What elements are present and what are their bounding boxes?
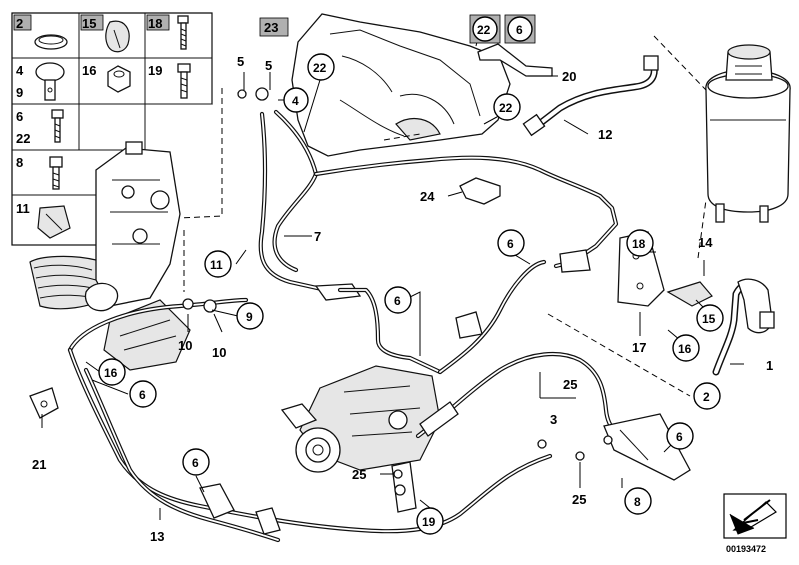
- legend-label: 2: [16, 16, 23, 31]
- legend-label: 22: [16, 131, 30, 146]
- stud-bolt-icon: [177, 63, 191, 99]
- pipe-3: [415, 351, 639, 445]
- pipe-top: [313, 155, 619, 273]
- legend-label: 4: [16, 63, 24, 78]
- callouts: 23 22 6 5 5 22 4 20 22 12 24 7 11 6 18 1…: [32, 14, 773, 544]
- clip-bracket-icon: [37, 205, 71, 239]
- callout-10: 10: [178, 338, 192, 353]
- callout-6: 6: [139, 388, 146, 402]
- legend-label: 19: [148, 63, 162, 78]
- callout-15: 15: [702, 312, 716, 326]
- callout-9: 9: [246, 310, 253, 324]
- callout-25: 25: [563, 377, 577, 392]
- callout-1: 1: [766, 358, 773, 373]
- callout-2: 2: [703, 390, 710, 404]
- callout-22: 22: [477, 23, 491, 37]
- hose-clip-icon: [105, 20, 130, 53]
- catalog-number: 00193472: [726, 544, 766, 554]
- callout-12: 12: [598, 127, 612, 142]
- power-steering-reservoir: [705, 44, 791, 223]
- callout-5: 5: [237, 54, 244, 69]
- steering-gear: [29, 141, 191, 371]
- allen-screw-icon: [49, 156, 63, 190]
- hose-12: [522, 55, 659, 137]
- callout-25: 25: [572, 492, 586, 507]
- callout-19: 19: [422, 515, 436, 529]
- pipe-gear: [337, 259, 547, 375]
- callout-18: 18: [632, 237, 646, 251]
- callout-6: 6: [676, 430, 683, 444]
- hose-clamp-icon: [34, 34, 68, 50]
- callout-22: 22: [313, 61, 327, 75]
- callout-24: 24: [420, 189, 435, 204]
- legend-label: 15: [82, 16, 96, 31]
- legend-label: 18: [148, 16, 162, 31]
- legend-label: 6: [16, 109, 23, 124]
- callout-25: 25: [352, 467, 366, 482]
- pipe-13: [67, 297, 553, 543]
- hex-nut-icon: [107, 65, 131, 93]
- callout-13: 13: [150, 529, 164, 544]
- screw-icon: [51, 109, 64, 143]
- callout-14: 14: [698, 235, 713, 250]
- callout-6: 6: [507, 237, 514, 251]
- callout-16: 16: [678, 342, 692, 356]
- clip-15: [666, 281, 713, 307]
- heat-shield: [291, 13, 511, 157]
- bolt-icon: [177, 15, 189, 50]
- legend-label: 9: [16, 85, 23, 100]
- callout-6: 6: [516, 23, 523, 37]
- callout-22: 22: [499, 101, 513, 115]
- callout-17: 17: [632, 340, 646, 355]
- callout-20: 20: [562, 69, 576, 84]
- callout-5: 5: [265, 58, 272, 73]
- washers: [182, 87, 585, 496]
- legend-label: 16: [82, 63, 96, 78]
- callout-10: 10: [212, 345, 226, 360]
- bracket-21: [29, 387, 59, 419]
- hose-1: [712, 278, 775, 376]
- power-steering-pump: [280, 365, 441, 513]
- callout-7: 7: [314, 229, 321, 244]
- callout-3: 3: [550, 412, 557, 427]
- bracket-24: [459, 177, 501, 205]
- legend-label: 11: [16, 201, 30, 216]
- callout-4: 4: [292, 94, 299, 108]
- catalog-symbol: [723, 493, 787, 539]
- callout-16: 16: [104, 366, 118, 380]
- banjo-bolt-icon: [35, 62, 65, 101]
- callout-23: 23: [264, 20, 278, 35]
- callout-6: 6: [192, 456, 199, 470]
- legend-label: 8: [16, 155, 23, 170]
- callout-21: 21: [32, 457, 46, 472]
- callout-11: 11: [210, 258, 223, 272]
- callout-6: 6: [394, 294, 401, 308]
- callout-8: 8: [634, 495, 641, 509]
